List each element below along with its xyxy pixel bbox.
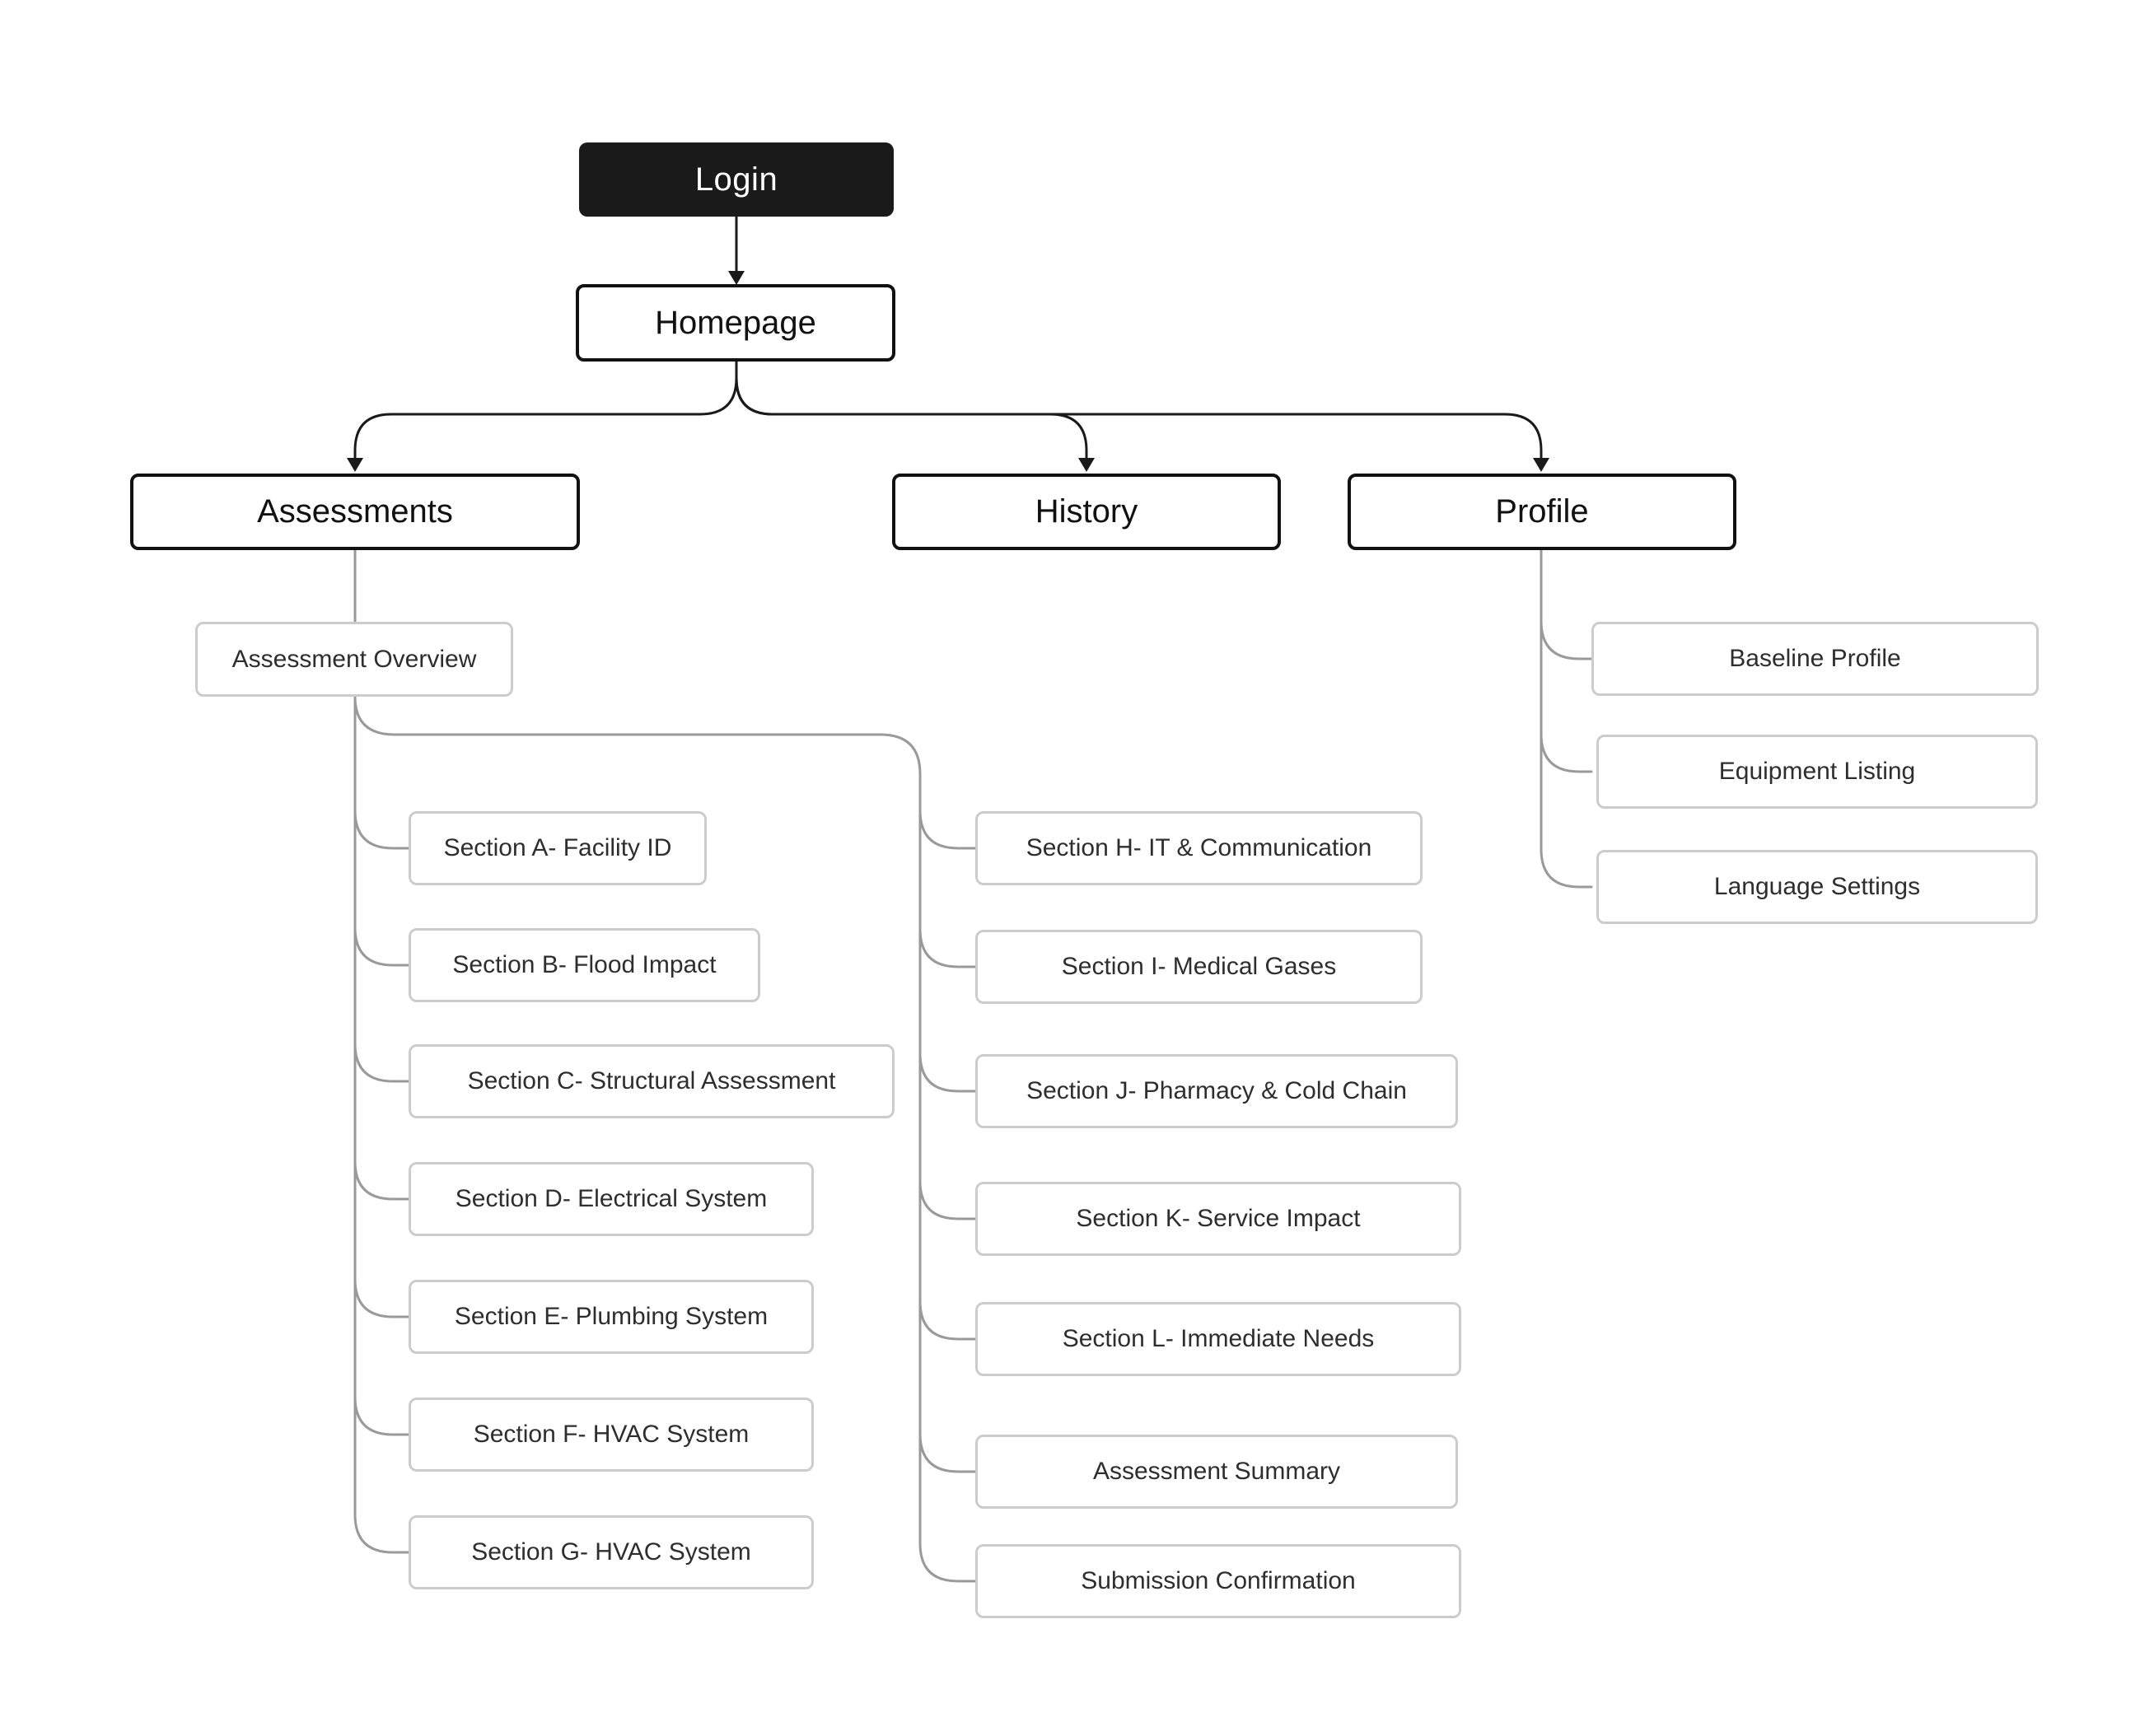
node-section-l: Section L- Immediate Needs [975, 1302, 1461, 1376]
node-section-b: Section B- Flood Impact [409, 928, 760, 1002]
connector-branch-section-h [918, 809, 977, 850]
node-language-settings: Language Settings [1596, 850, 2038, 924]
node-section-h: Section H- IT & Communication [975, 811, 1423, 885]
connector-homepage-assessments [353, 360, 738, 460]
node-section-j: Section J- Pharmacy & Cold Chain [975, 1054, 1458, 1128]
connector-branch-section-l [918, 1300, 977, 1341]
node-section-i: Section I- Medical Gases [975, 930, 1423, 1004]
node-assessment-summary: Assessment Summary [975, 1435, 1458, 1509]
node-section-k: Section K- Service Impact [975, 1182, 1461, 1256]
connector-branch-assessment-summary [918, 1432, 977, 1473]
arrowhead-profile [1533, 458, 1549, 472]
node-section-a: Section A- Facility ID [409, 811, 707, 885]
connector-branch-section-k [918, 1179, 977, 1220]
connector-branch-section-e [353, 1277, 410, 1318]
connector-branch-section-a [353, 809, 410, 850]
node-history: History [892, 474, 1281, 550]
node-section-f: Section F- HVAC System [409, 1398, 814, 1472]
arrowhead-history [1078, 458, 1095, 472]
node-baseline-profile: Baseline Profile [1591, 622, 2039, 696]
arrowhead-assessments [347, 458, 363, 472]
connector-branch-section-c [353, 1042, 410, 1083]
connector-branch-section-j [918, 1052, 977, 1093]
node-section-e: Section E- Plumbing System [409, 1280, 814, 1354]
node-equipment-listing: Equipment Listing [1596, 735, 2038, 809]
connector-branch-section-f [353, 1395, 410, 1436]
connector-branch-section-b [353, 926, 410, 967]
connector-branch-baseline-profile [1540, 619, 1593, 660]
node-assessment-overview: Assessment Overview [195, 622, 513, 697]
node-homepage: Homepage [576, 284, 895, 362]
connector-branch-submission-confirmation [918, 1542, 977, 1583]
connector-branch-equipment-listing [1540, 732, 1593, 773]
node-profile: Profile [1348, 474, 1736, 550]
node-section-d: Section D- Electrical System [409, 1162, 814, 1236]
node-login: Login [579, 142, 894, 217]
node-section-g: Section G- HVAC System [409, 1515, 814, 1589]
connector-homepage-profile [735, 360, 1543, 460]
node-submission-confirmation: Submission Confirmation [975, 1544, 1461, 1618]
connector-homepage-history [735, 360, 1088, 460]
arrowhead-homepage [728, 271, 745, 285]
connector-branch-section-d [353, 1160, 410, 1201]
connector-branch-section-g [353, 1513, 410, 1554]
node-assessments: Assessments [130, 474, 580, 550]
connector-branch-language-settings [1540, 847, 1593, 889]
connector-branch-section-i [918, 927, 977, 968]
node-section-c: Section C- Structural Assessment [409, 1044, 895, 1118]
